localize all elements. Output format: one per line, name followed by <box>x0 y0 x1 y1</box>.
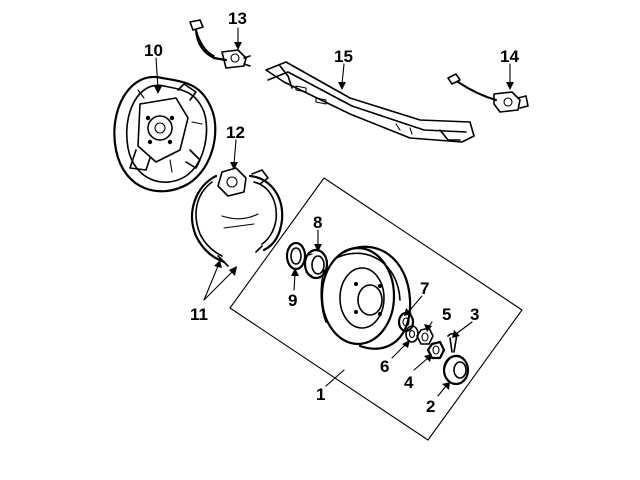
callout-3: 3 <box>470 305 479 324</box>
brake-hose-part <box>189 19 251 69</box>
callout-13: 13 <box>228 9 247 28</box>
callout-1: 1 <box>316 385 325 404</box>
callout-2: 2 <box>426 397 435 416</box>
callout-9: 9 <box>288 291 297 310</box>
callout-labels: 13 10 15 14 12 8 9 11 7 5 3 6 4 2 1 <box>144 9 519 416</box>
inner-bearing-part <box>303 248 329 280</box>
grease-seal-part <box>285 241 307 271</box>
drum-assembly-outline <box>229 177 523 441</box>
callout-12: 12 <box>226 123 245 142</box>
callout-7: 7 <box>420 279 429 298</box>
callout-8: 8 <box>313 213 322 232</box>
backing-plate-part <box>113 75 217 193</box>
callout-14: 14 <box>500 47 519 66</box>
grease-cap-part <box>442 354 470 386</box>
spindle-nut-part <box>426 340 446 360</box>
callout-6: 6 <box>380 357 389 376</box>
callout-15: 15 <box>334 47 353 66</box>
brake-drum-part <box>320 245 412 350</box>
brake-cable-part <box>447 73 529 113</box>
callout-4: 4 <box>404 373 414 392</box>
frame-bracket-part <box>265 61 475 143</box>
callout-5: 5 <box>442 305 451 324</box>
callout-10: 10 <box>144 41 163 60</box>
callout-11: 11 <box>190 305 208 324</box>
brake-shoes-part <box>191 167 284 267</box>
leader-lines <box>154 27 514 397</box>
nut-retainer-part <box>416 327 434 345</box>
